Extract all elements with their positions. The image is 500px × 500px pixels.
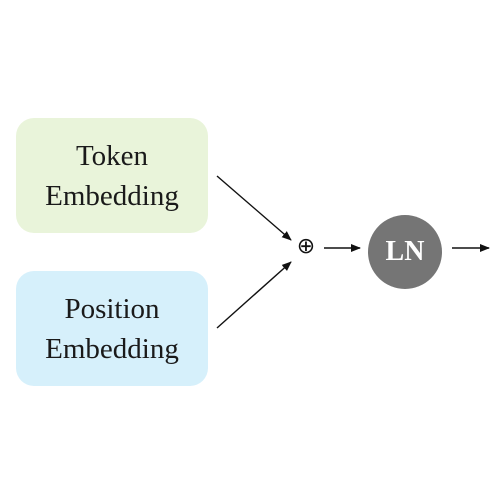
arrow-token-to-sum (216, 175, 292, 241)
sum-operator-icon: ⊕ (296, 234, 316, 259)
token-embedding-label-line1: Token (75, 139, 149, 172)
token-embedding-label-line2: Embedding (45, 179, 179, 212)
arrow-position-to-sum (216, 261, 292, 329)
layer-norm-node: LN (368, 215, 442, 289)
position-embedding-box: Position Embedding (16, 271, 208, 386)
layer-norm-label: LN (385, 236, 425, 267)
position-embedding-label-line2: Embedding (45, 332, 179, 365)
token-embedding-box: Token Embedding (16, 118, 208, 233)
position-embedding-label-line1: Position (64, 292, 160, 325)
